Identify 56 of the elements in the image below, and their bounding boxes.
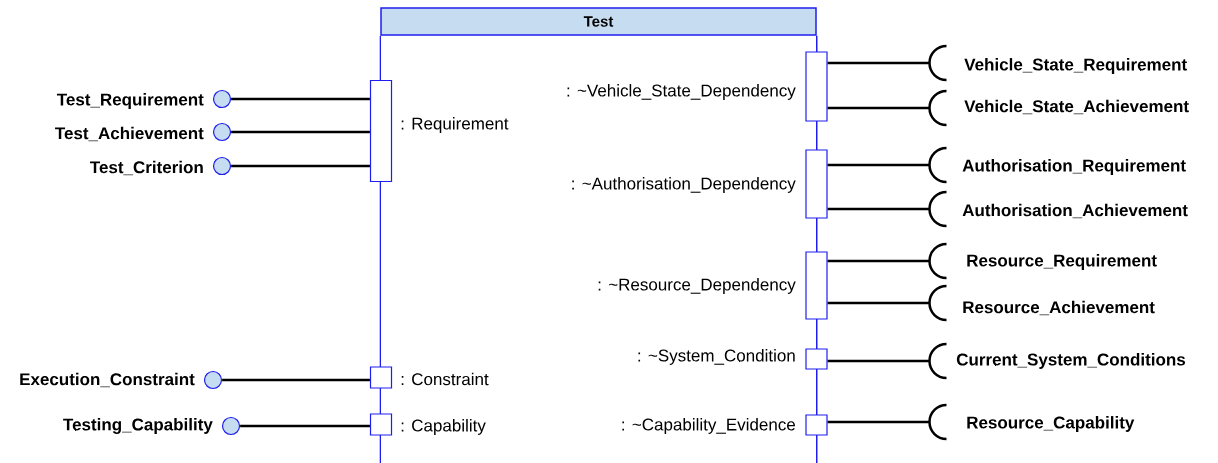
connector-line (827, 301, 930, 305)
required-interface-socket (928, 44, 947, 82)
port-label: : Requirement (401, 117, 509, 133)
component-box: Test (380, 7, 817, 36)
provided-interface-circle (212, 122, 232, 142)
interface-label: Resource_Capability (967, 416, 1135, 432)
port-label: : ~Capability_Evidence (622, 418, 795, 434)
connector-line (240, 424, 370, 428)
connector-line (827, 420, 930, 424)
port-label: : ~Authorisation_Dependency (572, 177, 796, 193)
interface-label: Current_System_Conditions (956, 353, 1186, 369)
port-box (369, 413, 393, 436)
interface-label: Test_Requirement (56, 93, 204, 109)
interface-label: Authorisation_Requirement (962, 159, 1186, 175)
interface-label: Vehicle_State_Requirement (964, 58, 1187, 74)
interface-label: Resource_Achievement (963, 300, 1155, 316)
interface-label: Execution_Constraint (20, 372, 195, 388)
required-interface-socket (928, 89, 947, 127)
provided-interface-circle (221, 416, 241, 436)
port-label: : ~System_Condition (638, 349, 795, 365)
required-interface-socket (928, 146, 947, 184)
connector-line (231, 97, 370, 101)
connector-line (231, 164, 370, 168)
connector-line (827, 207, 930, 211)
interface-label: Test_Achievement (55, 126, 204, 142)
provided-interface-circle (212, 156, 232, 176)
connector-line (222, 378, 370, 382)
connector-line (827, 359, 930, 363)
port-label: : Capability (401, 419, 486, 435)
port-box (805, 251, 828, 320)
required-interface-socket (928, 190, 947, 228)
provided-interface-circle (203, 370, 223, 390)
interface-label: Test_Criterion (90, 160, 203, 176)
connector-line (827, 259, 930, 263)
required-interface-socket (928, 242, 947, 280)
port-box (805, 414, 828, 436)
connector-line (827, 163, 930, 167)
required-interface-socket (928, 403, 947, 441)
port-box (805, 149, 828, 219)
port-box (369, 366, 393, 389)
connector-line (827, 106, 930, 110)
port-label: : Constraint (401, 372, 489, 386)
provided-interface-circle (212, 89, 232, 109)
port-label: : ~Resource_Dependency (598, 278, 796, 294)
interface-label: Vehicle_State_Achievement (964, 99, 1189, 115)
port-label: : ~Vehicle_State_Dependency (567, 84, 796, 100)
interface-label: Authorisation_Achievement (962, 203, 1188, 219)
port-box (805, 51, 828, 122)
interface-label: Resource_Requirement (967, 254, 1157, 270)
connector-line (231, 130, 370, 134)
required-interface-socket (928, 284, 947, 322)
port-box (369, 79, 393, 183)
required-interface-socket (928, 342, 947, 380)
port-box (805, 348, 828, 370)
interface-label: Testing_Capability (63, 418, 213, 434)
connector-line (827, 61, 930, 65)
